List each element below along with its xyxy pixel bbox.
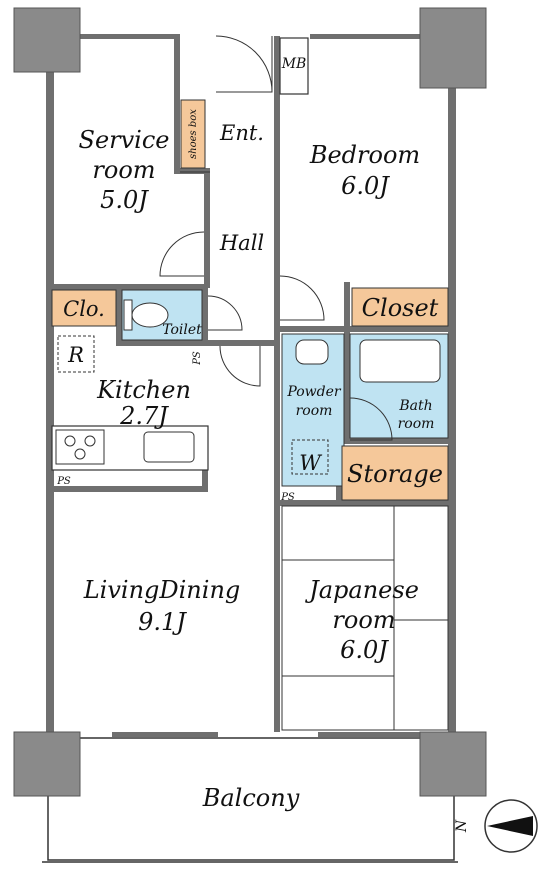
interior-walls bbox=[52, 36, 450, 732]
kitchen-label: Kitchen bbox=[96, 376, 191, 404]
toilet-fixture bbox=[123, 299, 169, 331]
refrigerator-label: R bbox=[67, 343, 84, 367]
structural-columns bbox=[13, 7, 487, 797]
closet-small-label: Clo. bbox=[63, 297, 105, 321]
service-room-label-2: room bbox=[92, 156, 155, 184]
balcony-label: Balcony bbox=[202, 784, 300, 812]
bedroom-label: Bedroom bbox=[309, 141, 420, 169]
storage-areas bbox=[51, 99, 449, 501]
meter-box bbox=[279, 37, 309, 95]
meter-box-label: MB bbox=[281, 56, 307, 72]
japanese-room-label-1: Japanese bbox=[304, 576, 419, 604]
living-dining-size: 9.1J bbox=[138, 608, 187, 636]
pipe-space-label-2: PS bbox=[56, 476, 71, 487]
entrance-label: Ent. bbox=[219, 121, 264, 145]
powder-room-label-1: Powder bbox=[286, 384, 342, 400]
shoes-box-label: shoes box bbox=[188, 109, 199, 159]
service-room-size: 5.0J bbox=[100, 186, 149, 214]
storage-label: Storage bbox=[347, 460, 443, 488]
bath-fixtures bbox=[291, 339, 441, 475]
compass-icon bbox=[484, 799, 538, 853]
kitchen-counter bbox=[51, 425, 209, 471]
japanese-room-label-2: room bbox=[332, 606, 395, 634]
japanese-room-size: 6.0J bbox=[340, 636, 389, 664]
pipe-space-label-3: PS bbox=[280, 492, 295, 503]
door-swings bbox=[159, 35, 393, 441]
tatami-mats bbox=[281, 505, 449, 731]
compass-north-label: N bbox=[454, 819, 470, 833]
refrigerator-space bbox=[57, 335, 95, 373]
bath-room-label-2: room bbox=[398, 416, 435, 432]
bedroom-size: 6.0J bbox=[341, 172, 390, 200]
closet-label: Closet bbox=[362, 294, 439, 322]
service-room-label-1: Service bbox=[79, 126, 170, 154]
washer-label: W bbox=[299, 451, 323, 475]
toilet-label: Toilet bbox=[162, 322, 202, 338]
hall-label: Hall bbox=[219, 231, 264, 255]
pipe-space-label-1: PS bbox=[192, 351, 203, 366]
living-dining-label: LivingDining bbox=[83, 576, 241, 604]
exterior-walls bbox=[46, 34, 456, 738]
powder-room-label-2: room bbox=[296, 403, 333, 419]
kitchen-size: 2.7J bbox=[119, 402, 169, 430]
balcony-area bbox=[42, 737, 458, 863]
bath-room-label-1: Bath bbox=[398, 398, 432, 414]
